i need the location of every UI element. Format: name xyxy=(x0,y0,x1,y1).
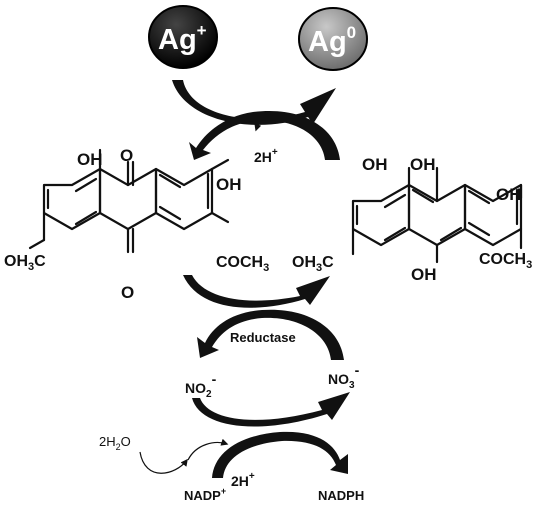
quinone-o-bottom: O xyxy=(121,283,134,302)
quinone-oh-top-left: OH xyxy=(77,150,103,169)
nadp-label: NADP+ xyxy=(184,486,226,503)
ag-zero-sphere xyxy=(298,7,368,71)
ag-plus-label: Ag+ xyxy=(158,21,207,56)
enzyme-label: Reductase xyxy=(230,330,296,345)
ag-zero-ion: Ag0 xyxy=(298,7,368,71)
top-proton-release-arrow xyxy=(254,111,269,132)
quinone-oh-right: OH xyxy=(216,175,242,194)
quinone-structure xyxy=(28,148,230,254)
water-input-arrow xyxy=(139,451,188,474)
water-label: 2H2O xyxy=(99,434,131,452)
quinone-methyl-left: OH3C xyxy=(4,253,46,273)
hydroquinone-structure xyxy=(351,166,523,264)
quinone-ring-left xyxy=(42,167,102,231)
top-protons-label: 2H+ xyxy=(254,147,278,165)
hydroquinone-acetyl-right: COCH3 xyxy=(479,251,532,271)
hydroquinone-methyl-left: OH3C xyxy=(292,254,334,274)
hydroquinone-ring-left xyxy=(351,183,411,247)
hydroquinone-oh-bottom: OH xyxy=(411,265,437,284)
hydroquinone-oh-right: OH xyxy=(496,185,522,204)
nitrite-label: NO2- xyxy=(185,371,217,400)
mid-arrow-nitrite-formation xyxy=(197,309,344,360)
proton-release-arrow xyxy=(187,438,229,461)
bottom-arrow-nadph-formation xyxy=(212,431,348,478)
top-arrow-silver-reduction xyxy=(172,80,336,125)
nitrate-label: NO3- xyxy=(328,362,360,391)
mid-arrow-quinone-reduction xyxy=(183,275,330,308)
bottom-protons-label: 2H+ xyxy=(231,471,255,489)
hydroquinone-oh-top-left: OH xyxy=(362,155,388,174)
ag-plus-sphere xyxy=(148,5,218,69)
ag-zero-label: Ag0 xyxy=(308,23,356,58)
quinone-o-top: O xyxy=(120,146,133,165)
nadph-label: NADPH xyxy=(318,488,364,503)
top-arrow-quinone-formation xyxy=(189,110,340,160)
bottom-arrow-nitrite-oxidation xyxy=(192,392,350,427)
hydroquinone-oh-top-mid: OH xyxy=(410,155,436,174)
ag-plus-ion: Ag+ xyxy=(148,5,218,69)
quinone-acetyl-right: COCH3 xyxy=(216,254,269,274)
